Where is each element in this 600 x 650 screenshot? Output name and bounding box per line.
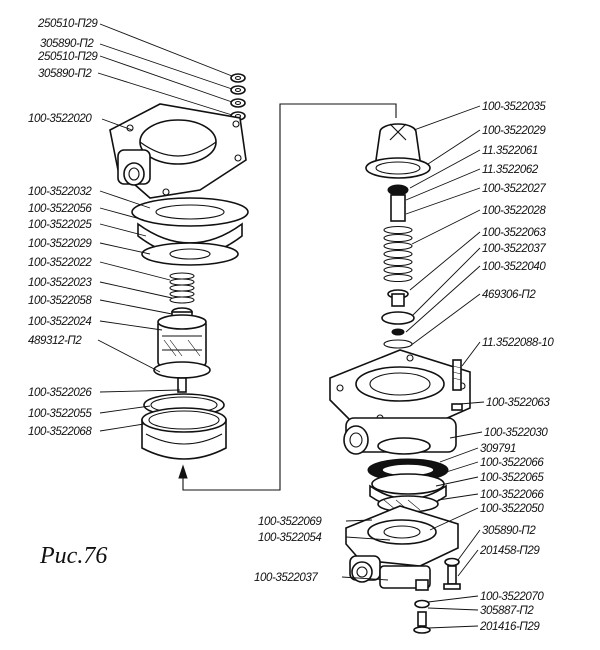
left-fasteners: [230, 73, 246, 121]
part-label: 100-3522023: [28, 277, 92, 289]
part-label: 305890-П2: [482, 525, 536, 537]
part-label: 100-3522063: [486, 397, 550, 409]
part-label: 100-3522068: [28, 426, 92, 438]
part-label: 100-3522024: [28, 316, 91, 328]
part-label: 250510-П29: [37, 51, 98, 63]
part-label: 201416-П29: [479, 621, 540, 633]
part-label: 100-3522032: [28, 186, 92, 198]
part-label: 100-3522066: [480, 457, 544, 469]
right-upper-stack: [365, 123, 431, 349]
part-label: 11.3522061: [482, 145, 538, 157]
part-label: 305890-П2: [40, 38, 94, 50]
part-label: 100-3522040: [482, 261, 546, 273]
part-label: 100-3522028: [482, 205, 546, 217]
left-cover: [109, 103, 247, 199]
part-label: 11.3522088-10: [482, 337, 554, 349]
part-label: 100-3522066: [480, 489, 544, 501]
part-label: 100-3522069: [258, 516, 322, 528]
bottom-part-labels: 100-3522069 100-3522054 100-3522037: [254, 516, 323, 584]
part-label: 100-3522029: [482, 125, 546, 137]
part-label: 100-3522035: [482, 101, 546, 113]
part-label: 100-3522063: [482, 227, 546, 239]
part-label: 100-3522027: [482, 183, 546, 195]
part-label: 11.3522062: [482, 164, 539, 176]
part-label: 100-3522056: [28, 203, 92, 215]
part-label: 305890-П2: [38, 68, 92, 80]
part-label: 100-3522055: [28, 408, 92, 420]
right-main-body: [329, 349, 471, 455]
part-label: 100-3522058: [28, 295, 92, 307]
right-bottom-cover: [345, 505, 461, 634]
right-part-labels: 100-3522035 100-3522029 11.3522061 11.35…: [479, 101, 555, 633]
part-label: 469306-П2: [482, 289, 536, 301]
part-label: 100-3522037: [482, 243, 546, 255]
part-label: 489312-П2: [28, 335, 82, 347]
part-label: 100-3522037: [254, 572, 318, 584]
leader-lines: [97, 23, 485, 629]
part-label: 100-3522026: [28, 387, 92, 399]
right-diaphragm-stack: [367, 458, 449, 513]
part-label: 100-3522030: [484, 427, 548, 439]
figure-caption: Рис.76: [39, 543, 107, 569]
left-bottom-housing: [141, 393, 227, 460]
part-label: 100-3522020: [28, 113, 92, 125]
part-label: 305887-П2: [480, 605, 534, 617]
left-spring-and-valve: [153, 272, 211, 399]
part-label: 100-3522070: [480, 591, 544, 603]
part-label: 100-3522022: [28, 257, 92, 269]
part-label: 309791: [480, 443, 516, 455]
assembly-connector-arrow: [178, 103, 397, 491]
part-label: 100-3522025: [28, 219, 92, 231]
part-label: 100-3522050: [480, 503, 544, 515]
part-label: 100-3522065: [480, 472, 544, 484]
part-label: 201458-П29: [479, 545, 540, 557]
part-label: 250510-П29: [37, 18, 98, 30]
part-label: 100-3522029: [28, 238, 92, 250]
part-label: 100-3522054: [258, 532, 321, 544]
left-part-labels: 250510-П29 305890-П2 250510-П29 305890-П…: [28, 18, 99, 438]
left-diaphragm-stack: [131, 197, 249, 266]
